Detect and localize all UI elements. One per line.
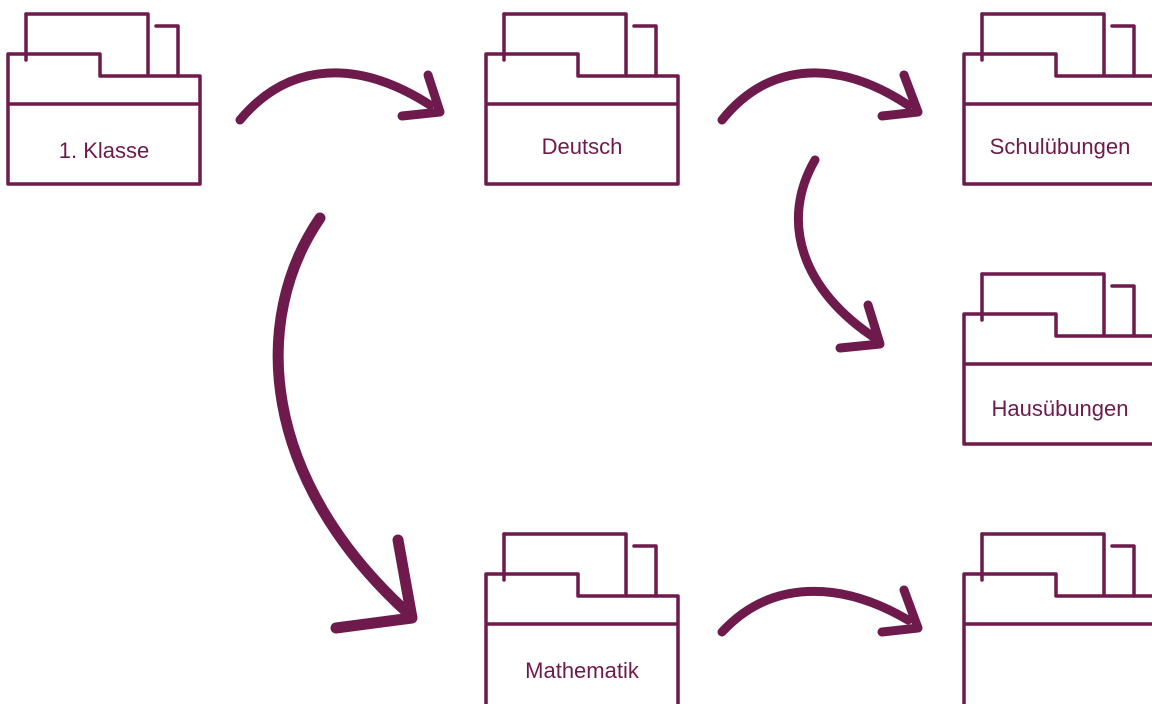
- folder-hausuebungen[interactable]: Hausübungen: [962, 272, 1152, 446]
- folder-unlabeled[interactable]: [962, 532, 1152, 704]
- folder-icon: [962, 12, 1152, 186]
- folder-1-klasse[interactable]: 1. Klasse: [6, 12, 202, 186]
- folder-icon: [484, 12, 680, 186]
- arrows: [235, 68, 923, 637]
- folder-label: Deutsch: [542, 134, 623, 159]
- folder-label: 1. Klasse: [59, 138, 150, 163]
- folder-mathematik[interactable]: Mathematik: [484, 532, 680, 704]
- folder-icon: [962, 272, 1152, 446]
- folder-label: Schulübungen: [990, 134, 1131, 159]
- arrow-klasse-to-deutsch: [235, 68, 445, 125]
- arrow-deutsch-to-hausuebungen: [793, 155, 885, 353]
- folder-icon: [962, 532, 1152, 704]
- arrow-mathematik-to-unlabeled: [717, 585, 923, 637]
- folder-label: Mathematik: [525, 658, 640, 683]
- folder-deutsch[interactable]: Deutsch: [484, 12, 680, 186]
- folder-label: Hausübungen: [991, 396, 1128, 421]
- folder-icon: [484, 532, 680, 704]
- folder-icon: [6, 12, 202, 186]
- arrow-klasse-to-mathematik: [272, 212, 418, 634]
- folder-schuluebungen[interactable]: Schulübungen: [962, 12, 1152, 186]
- arrow-deutsch-to-schuluebungen: [717, 68, 923, 125]
